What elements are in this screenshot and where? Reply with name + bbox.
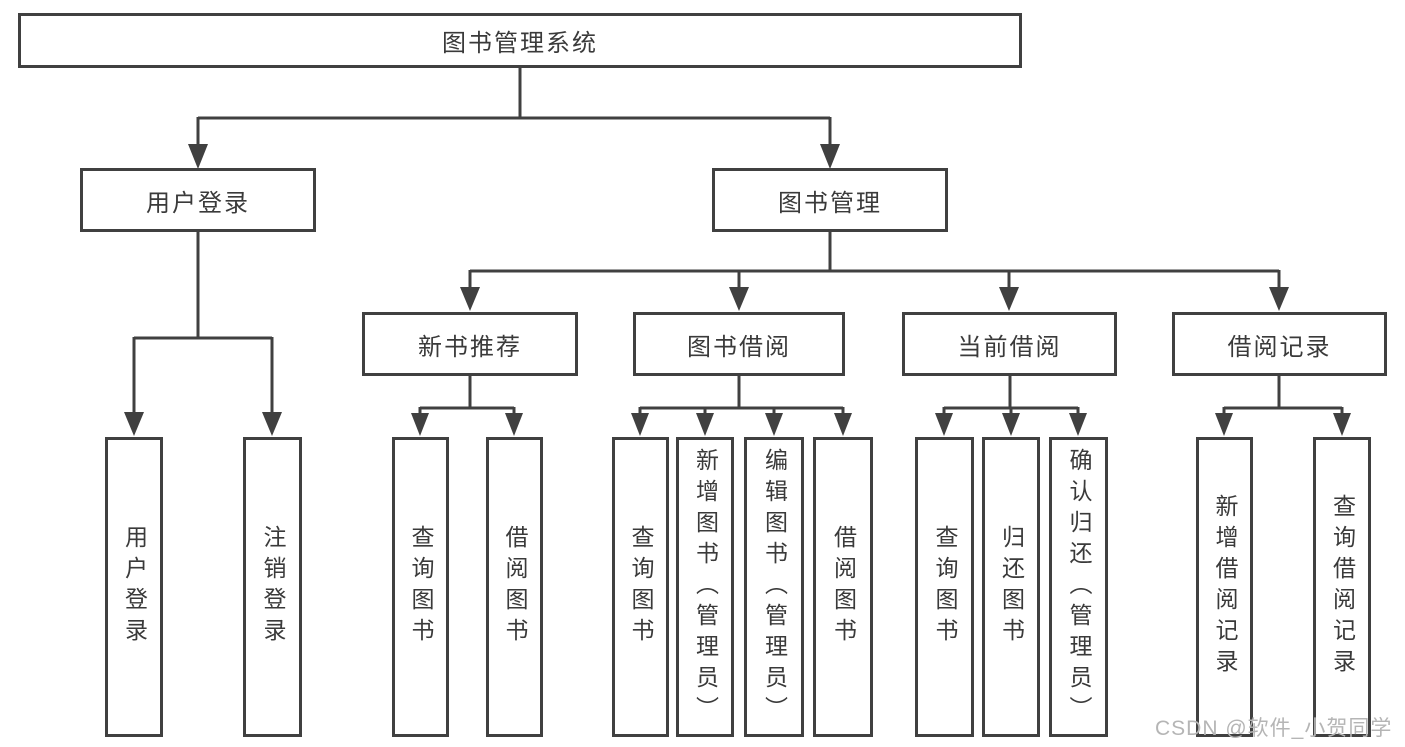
node-label: 用户登录 bbox=[121, 525, 148, 649]
node-leaf-return-books: 归还图书 bbox=[982, 437, 1040, 737]
node-borrowing-records: 借阅记录 bbox=[1172, 312, 1387, 376]
node-label: 查询图书 bbox=[932, 525, 958, 649]
node-label: 当前借阅 bbox=[957, 333, 1062, 361]
node-label: 归还图书 bbox=[998, 525, 1025, 649]
node-label: 查询图书 bbox=[408, 525, 434, 649]
node-user-login: 用户登录 bbox=[80, 168, 316, 232]
arrowheads bbox=[124, 144, 1351, 436]
csdn-watermark: CSDN @软件_小贺同学 bbox=[1155, 717, 1393, 740]
node-leaf-query-books-2: 查询图书 bbox=[612, 437, 669, 737]
node-leaf-user-login: 用户登录 bbox=[105, 437, 163, 737]
node-library-management-system: 图书管理系统 bbox=[18, 13, 1022, 68]
node-leaf-add-books-admin: 新增图书（管理员） bbox=[676, 437, 734, 737]
node-label: 图书管理 bbox=[778, 189, 882, 217]
node-label: 借阅图书 bbox=[830, 525, 857, 649]
node-leaf-borrow-books-2: 借阅图书 bbox=[813, 437, 873, 737]
node-label: 查询借阅记录 bbox=[1329, 494, 1356, 680]
node-leaf-query-books-1: 查询图书 bbox=[392, 437, 449, 737]
node-label: 确认归还（管理员） bbox=[1066, 447, 1092, 727]
node-leaf-confirm-return-admin: 确认归还（管理员） bbox=[1049, 437, 1108, 737]
node-book-management: 图书管理 bbox=[712, 168, 948, 232]
node-new-book-recommendation: 新书推荐 bbox=[362, 312, 578, 376]
node-label: 新书推荐 bbox=[418, 333, 522, 361]
node-label: 新增图书（管理员） bbox=[692, 447, 719, 727]
node-label: 借阅图书 bbox=[502, 525, 528, 649]
node-label: 查询图书 bbox=[628, 525, 654, 649]
node-label: 图书借阅 bbox=[687, 333, 791, 361]
node-leaf-edit-books-admin: 编辑图书（管理员） bbox=[744, 437, 804, 737]
node-leaf-query-books-3: 查询图书 bbox=[915, 437, 974, 737]
node-label: 图书管理系统 bbox=[442, 30, 598, 57]
node-label: 借阅记录 bbox=[1227, 333, 1332, 361]
node-leaf-borrow-books-1: 借阅图书 bbox=[486, 437, 543, 737]
node-current-borrowing: 当前借阅 bbox=[902, 312, 1117, 376]
node-label: 新增借阅记录 bbox=[1212, 494, 1238, 680]
node-book-borrowing: 图书借阅 bbox=[633, 312, 845, 376]
node-leaf-add-borrow-record: 新增借阅记录 bbox=[1196, 437, 1253, 737]
node-label: 用户登录 bbox=[146, 189, 250, 217]
node-label: 编辑图书（管理员） bbox=[761, 447, 788, 727]
node-label: 注销登录 bbox=[260, 525, 286, 649]
node-leaf-logout: 注销登录 bbox=[243, 437, 302, 737]
node-leaf-query-borrow-record: 查询借阅记录 bbox=[1313, 437, 1371, 737]
